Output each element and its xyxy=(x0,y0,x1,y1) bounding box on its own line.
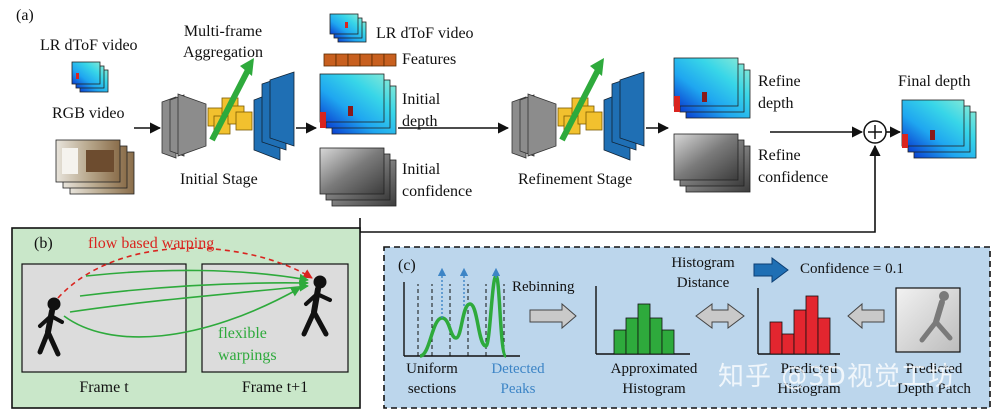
walking-person-frame-t1 xyxy=(301,275,332,337)
uniform-sections-plot xyxy=(403,267,520,358)
initial-confidence-label-line1: Initial xyxy=(402,161,441,178)
initial-confidence-stack xyxy=(319,147,397,207)
histogram-distance-line2: Distance xyxy=(676,275,730,291)
histogram-distance-arrow xyxy=(695,303,745,329)
flexible-warp-arrow-1 xyxy=(85,269,309,284)
initial-confidence-label-line2: confidence xyxy=(402,183,473,200)
refine-confidence-label-line2: confidence xyxy=(758,169,829,186)
flexible-warp-arrow-4 xyxy=(63,287,301,338)
flexible-label-line2: warpings xyxy=(218,347,277,364)
initial-stage-network xyxy=(161,58,295,161)
multi-frame-label-line2: Aggregation xyxy=(183,44,263,61)
refine-depth-label-line2: depth xyxy=(758,95,794,112)
features-label: Features xyxy=(402,51,457,68)
sum-node xyxy=(863,120,887,144)
predicted-histogram-plot xyxy=(757,288,840,355)
flexible-warp-arrow-3 xyxy=(69,282,309,313)
patch-to-histogram-arrow xyxy=(847,302,885,330)
refine-confidence-label-line1: Refine xyxy=(758,147,801,164)
confidence-arrow xyxy=(753,257,789,283)
lr-dtof-thumbnail-stack xyxy=(71,61,109,93)
predicted-depth-patch-line2: Depth Patch xyxy=(897,381,971,397)
panel-c-box xyxy=(383,246,991,409)
initial-depth-label-line1: Initial xyxy=(402,91,441,108)
predicted-depth-patch xyxy=(895,287,961,353)
rgb-video-stack xyxy=(55,139,135,195)
confidence-feedback-path xyxy=(359,144,881,233)
flexible-label-line1: flexible xyxy=(218,325,267,342)
final-depth-label: Final depth xyxy=(898,73,971,90)
frame-t-label: Frame t xyxy=(79,379,129,396)
final-depth-stack xyxy=(901,99,977,159)
confidence-value-label: Confidence = 0.1 xyxy=(800,261,904,277)
watermark: 知乎 @3D视觉工坊 xyxy=(718,362,955,392)
rebinning-label: Rebinning xyxy=(512,279,575,295)
flexible-warp-arrow-2 xyxy=(79,278,309,297)
predicted-histogram-line2: Histogram xyxy=(777,381,841,397)
panel-b-label: (b) xyxy=(34,235,53,252)
refine-depth-stack xyxy=(673,57,751,119)
refinement-stage-network xyxy=(511,58,645,161)
flow-based-warping-label: flow based warping xyxy=(88,235,215,252)
detected-peaks-line1: Detected xyxy=(491,361,545,377)
lr-dtof-top-stack xyxy=(329,13,367,43)
lr-dtof-video-label: LR dToF video xyxy=(40,37,138,54)
histogram-distance-line1: Histogram xyxy=(671,255,735,271)
panel-c-label: (c) xyxy=(398,257,416,274)
initial-depth-label-line2: depth xyxy=(402,113,438,130)
refine-confidence-stack xyxy=(673,133,751,193)
uniform-sections-line2: sections xyxy=(407,381,457,397)
predicted-depth-patch-line1: Predicted xyxy=(905,361,963,377)
initial-stage-label: Initial Stage xyxy=(180,171,258,188)
refine-depth-label-line1: Refine xyxy=(758,73,801,90)
approximated-histogram-plot xyxy=(595,286,690,355)
refinement-stage-label: Refinement Stage xyxy=(518,171,633,188)
frame-t1-label: Frame t+1 xyxy=(241,379,309,396)
approximated-histogram-line1: Approximated xyxy=(610,361,698,377)
features-row xyxy=(323,53,397,67)
approximated-histogram-line2: Histogram xyxy=(622,381,686,397)
uniform-sections-line1: Uniform xyxy=(406,361,458,377)
rebinning-arrow xyxy=(529,302,577,330)
rgb-video-label: RGB video xyxy=(52,105,125,122)
walking-person-frame-t xyxy=(37,297,64,357)
initial-depth-stack xyxy=(319,73,397,135)
lr-dtof-top-label: LR dToF video xyxy=(376,25,474,42)
predicted-histogram-line1: Predicted xyxy=(780,361,838,377)
multi-frame-label-line1: Multi-frame xyxy=(183,23,263,40)
panel-a-label: (a) xyxy=(16,7,34,24)
detected-peaks-line2: Peaks xyxy=(500,381,536,397)
